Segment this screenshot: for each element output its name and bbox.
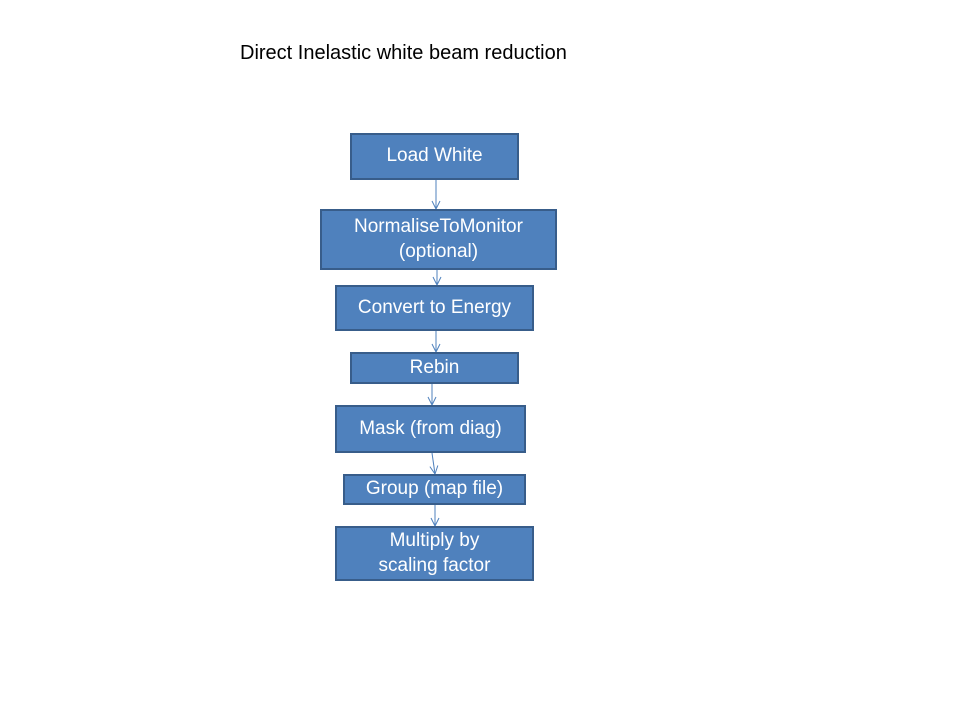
step-multiply-label: Multiply by: [389, 529, 480, 551]
diagram-title: Direct Inelastic white beam reduction: [240, 42, 567, 64]
step-normalise-to-monitor: NormaliseToMonitor (optional): [320, 209, 557, 270]
step-mask-label: Mask (from diag): [359, 417, 502, 439]
step-convert-to-energy: Convert to Energy: [335, 285, 534, 331]
step-rebin-label: Rebin: [409, 356, 460, 378]
step-normalise-to-monitor-note: (optional): [398, 240, 479, 262]
arrow-mask-to-group: [432, 452, 435, 474]
step-load-white-label: Load White: [386, 145, 483, 167]
step-group: Group (map file): [343, 474, 526, 505]
step-group-label: Group (map file): [365, 478, 504, 500]
step-convert-to-energy-label: Convert to Energy: [357, 296, 512, 318]
step-multiply-note: scaling factor: [378, 554, 491, 576]
step-normalise-to-monitor-label: NormaliseToMonitor: [354, 215, 523, 237]
step-load-white: Load White: [350, 133, 519, 180]
step-mask: Mask (from diag): [335, 405, 526, 453]
step-rebin: Rebin: [350, 352, 519, 384]
step-multiply: Multiply by scaling factor: [335, 526, 534, 581]
